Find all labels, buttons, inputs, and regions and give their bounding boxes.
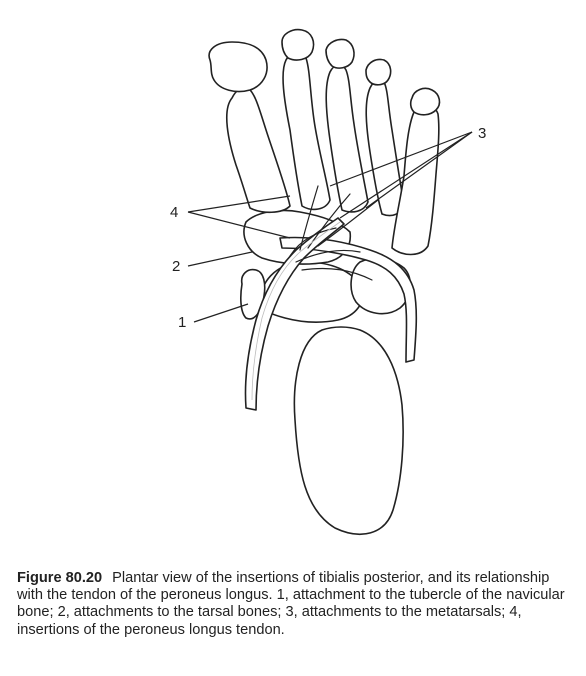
label-1: 1: [178, 314, 186, 331]
metatarsal-5-head: [409, 87, 441, 116]
metatarsal-3-head: [325, 38, 355, 69]
pointer-3c: [365, 131, 473, 209]
tendon-slip-tarsal-b: [295, 249, 361, 263]
metatarsal-2-bone: [282, 52, 331, 211]
pointer-2: [187, 251, 253, 267]
tendon-shading: [251, 221, 341, 401]
label-2: 2: [172, 258, 180, 275]
tendon-slip-cuboid: [301, 267, 373, 281]
metatarsal-2-head: [281, 28, 315, 61]
foot-anatomy-illustration: 3 4 2 1: [170, 28, 486, 536]
hallux-phalanx: [208, 41, 268, 93]
metatarsal-3-bone: [325, 64, 369, 213]
tendon-slip-metatarsal-4: [317, 199, 379, 247]
label-4: 4: [170, 204, 178, 221]
pointer-1: [193, 303, 249, 323]
metatarsal-4-bone: [365, 78, 405, 217]
tendon-slip-tarsal-a: [289, 227, 337, 257]
pointer-4a: [187, 195, 291, 213]
pointer-3a: [329, 131, 473, 187]
caption-text: Plantar view of the insertions of tibial…: [17, 570, 565, 638]
metatarsal-4-head: [365, 58, 392, 86]
peroneus-longus-tendon: [279, 236, 418, 363]
calcaneus-bone: [293, 326, 404, 536]
label-3: 3: [478, 125, 486, 142]
figure-number: Figure 80.20: [17, 570, 103, 586]
tibialis-posterior-tendon: [244, 217, 345, 411]
pointer-4b: [187, 211, 291, 239]
metatarsal-1-bone: [226, 86, 291, 214]
pointer-3b: [339, 131, 473, 219]
